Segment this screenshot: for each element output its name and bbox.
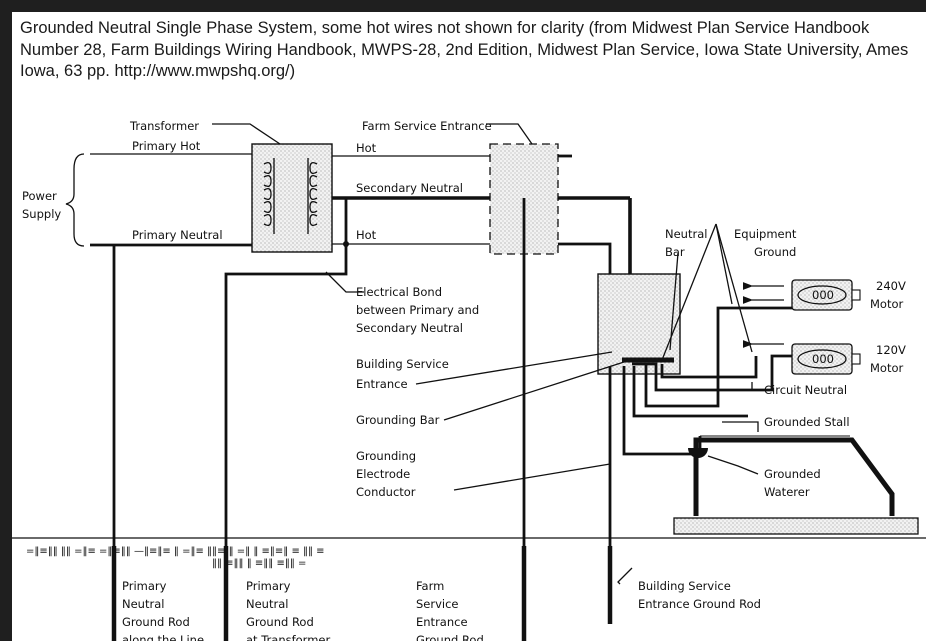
rod4-label-line1: Building Service — [638, 579, 731, 593]
waterer-icon — [688, 448, 708, 458]
gec-label-line3: Conductor — [356, 485, 416, 499]
circuit-neutral-label: Circuit Neutral — [764, 383, 847, 397]
grounding-bar-label: Grounding Bar — [356, 413, 440, 427]
equipment-label: Equipment — [734, 227, 797, 241]
grounded-stall-wire — [632, 366, 748, 418]
rod3-label-line3: Entrance — [416, 615, 468, 629]
rod1-label-line1: Primary — [122, 579, 167, 593]
bond-label-line2: between Primary and — [356, 303, 479, 317]
power-supply-brace — [65, 153, 85, 247]
grounded-stall-label: Grounded Stall — [764, 415, 850, 429]
motor-120-label: Motor — [870, 361, 904, 375]
waterer-label-line2: Waterer — [764, 485, 810, 499]
rod3-label-line1: Farm — [416, 579, 444, 593]
waterer-label-line1: Grounded — [764, 467, 821, 481]
rod1-label-line4: along the Line — [122, 633, 204, 641]
transformer-label: Transformer — [129, 119, 199, 133]
motor-120v: 000 — [742, 340, 861, 375]
stall-slab — [673, 517, 919, 535]
farm-service-entrance-label: Farm Service Entrance — [362, 119, 492, 133]
rod1-label-line3: Ground Rod — [122, 615, 190, 629]
primary-neutral-label: Primary Neutral — [132, 228, 223, 242]
electrical-bond-wire — [224, 198, 348, 546]
neutral-label: Neutral — [665, 227, 707, 241]
bar-label: Bar — [665, 245, 685, 259]
hot-bottom-label: Hot — [356, 228, 377, 242]
rod4-label-line2: Entrance Ground Rod — [638, 597, 761, 611]
transformer-secondary-coil-icon — [307, 158, 318, 234]
v120-label: 120V — [876, 343, 906, 357]
svg-text:‖‖ ≡‖‖ ‖ ≡‖‖ ≡‖‖ =: ‖‖ ≡‖‖ ‖ ≡‖‖ ≡‖‖ = — [212, 558, 306, 569]
bond-label-line1: Electrical Bond — [356, 285, 442, 299]
power-label: Power — [22, 189, 57, 203]
wiring-diagram: 000 000 =‖≡‖‖ ‖‖ =‖≡ =‖≡‖‖ —‖≡‖≡ ‖ =‖≡ ‖… — [12, 119, 926, 641]
motor-240-label: Motor — [870, 297, 904, 311]
bse-label-line1: Building Service — [356, 357, 449, 371]
motor-240v-coil-label: 000 — [812, 288, 834, 302]
rod3-label-line4: Ground Rod — [416, 633, 484, 641]
gec-label-line1: Grounding — [356, 449, 416, 463]
waterer-wire — [622, 366, 702, 456]
building-service-entrance-box — [597, 273, 681, 375]
hot-top-label: Hot — [356, 141, 377, 155]
rod2-label-line4: at Transformer — [246, 633, 330, 641]
secondary-neutral-label: Secondary Neutral — [356, 181, 463, 195]
rod2-label-line2: Neutral — [246, 597, 288, 611]
supply-label: Supply — [22, 207, 61, 221]
transformer-primary-coil-icon — [263, 158, 275, 234]
grounded-stall — [693, 437, 895, 516]
rod1-label-line2: Neutral — [122, 597, 164, 611]
primary-hot-label: Primary Hot — [132, 139, 201, 153]
bse-label-line2: Entrance — [356, 377, 408, 391]
ground-label: Ground — [754, 245, 796, 259]
gec-label-line2: Electrode — [356, 467, 410, 481]
figure-caption: Grounded Neutral Single Phase System, so… — [20, 19, 909, 80]
rod3-label-line2: Service — [416, 597, 459, 611]
rod2-label-line3: Ground Rod — [246, 615, 314, 629]
figure-card: Grounded Neutral Single Phase System, so… — [12, 12, 926, 641]
rod2-label-line1: Primary — [246, 579, 291, 593]
v240-label: 240V — [876, 279, 906, 293]
motor-240v: 000 — [742, 279, 861, 311]
bond-label-line3: Secondary Neutral — [356, 321, 463, 335]
svg-text:=‖≡‖‖ ‖‖ =‖≡ =‖≡‖‖ —: =‖≡‖‖ ‖‖ =‖≡ =‖≡‖‖ —‖≡‖≡ ‖ =‖≡ ‖‖≡ ‖ =‖ … — [26, 546, 325, 557]
motor-120v-coil-label: 000 — [812, 352, 834, 366]
